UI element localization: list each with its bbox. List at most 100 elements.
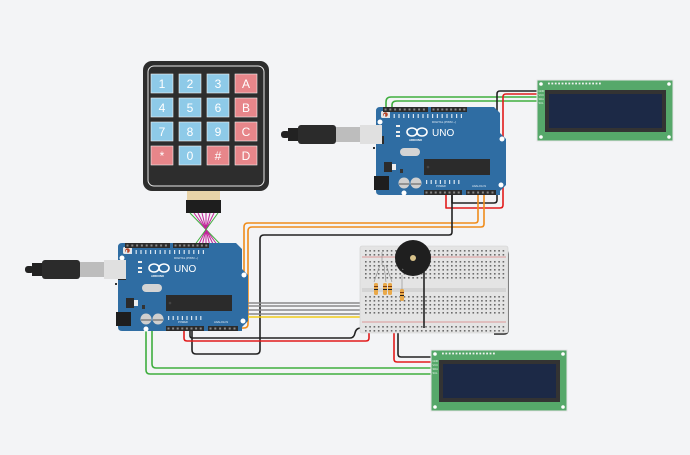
wire-red-top-vcc[interactable] xyxy=(445,93,540,209)
reset-button[interactable] xyxy=(383,112,388,117)
keypad-key-2[interactable]: 2 xyxy=(178,73,202,94)
digital-header-2[interactable] xyxy=(431,107,467,112)
keypad-key-hash[interactable]: # xyxy=(206,145,230,166)
resistor-2[interactable] xyxy=(383,283,387,295)
keypad-key-3[interactable]: 3 xyxy=(206,73,230,94)
keypad-key-label: 8 xyxy=(187,125,194,139)
keypad-border xyxy=(147,65,265,187)
arduino-logo-icon xyxy=(406,127,428,137)
digital-pwm-label: DIGITAL (PWM ~) xyxy=(432,120,456,124)
usb-cable-bottom[interactable] xyxy=(25,260,126,279)
resistor-1[interactable] xyxy=(374,283,378,295)
power-label: POWER xyxy=(178,320,188,324)
keypad-key-face xyxy=(150,97,174,118)
keypad-key-C[interactable]: C xyxy=(234,121,258,142)
usb-cable-top[interactable] xyxy=(281,125,382,144)
wire-red-breadboard-power[interactable] xyxy=(183,330,370,342)
keypad-key-label: 0 xyxy=(187,149,194,163)
keypad-key-label: D xyxy=(242,149,251,163)
keypad-key-label: * xyxy=(160,149,165,163)
digital-header-2[interactable] xyxy=(173,243,209,248)
keypad-key-face xyxy=(206,73,230,94)
atmega-chip xyxy=(166,295,232,311)
wire-black-gnd-link[interactable] xyxy=(191,192,453,355)
keypad-key-face xyxy=(234,73,258,94)
lcd-pin-label: VCC xyxy=(433,363,439,367)
power-header[interactable] xyxy=(424,190,462,195)
keypad-key-6[interactable]: 6 xyxy=(206,97,230,118)
keypad-key-face xyxy=(178,73,202,94)
lcd-pin-label: GND xyxy=(433,359,439,363)
wire-orange-2[interactable] xyxy=(232,192,485,329)
lcd-screen xyxy=(443,364,556,398)
lcd-pin-label: SCL xyxy=(433,371,439,375)
wire-black-top-gnd[interactable] xyxy=(451,90,540,204)
arduino-uno-bottom[interactable]: DIGITAL (PWM ~) ARDUINO UNO POWER ANALOG IN xyxy=(115,243,248,332)
analog-label: ANALOG IN xyxy=(214,320,228,324)
keypad-key-label: B xyxy=(242,101,250,115)
keypad-key-B[interactable]: B xyxy=(234,97,258,118)
model-label: UNO xyxy=(174,264,196,275)
analog-label: ANALOG IN xyxy=(472,184,486,188)
keypad-key-label: 7 xyxy=(159,125,166,139)
svg-text:+: + xyxy=(402,267,404,271)
wire-green-top-scl[interactable] xyxy=(391,100,540,112)
keypad-key-label: C xyxy=(242,125,251,139)
resistor-4[interactable] xyxy=(400,289,404,301)
wire-black-bottom-lcd-gnd[interactable] xyxy=(397,333,432,358)
keypad-key-5[interactable]: 5 xyxy=(178,97,202,118)
digital-pwm-label: DIGITAL (PWM ~) xyxy=(174,256,198,260)
analog-header[interactable] xyxy=(208,326,238,331)
keypad-key-face xyxy=(178,97,202,118)
keypad-ribbon-wires xyxy=(189,212,223,247)
wire-green-bottom-sda[interactable] xyxy=(151,250,432,369)
wire-green-bottom-scl[interactable] xyxy=(145,250,432,375)
keypad-key-1[interactable]: 1 xyxy=(150,73,174,94)
power-jack[interactable] xyxy=(374,176,389,190)
resistors[interactable] xyxy=(373,252,404,301)
keypad-key-face xyxy=(206,145,230,166)
keypad-key-label: 1 xyxy=(159,77,166,91)
resistor-3[interactable] xyxy=(388,283,392,295)
power-header[interactable] xyxy=(166,326,204,331)
keypad-key-9[interactable]: 9 xyxy=(206,121,230,142)
keypad-key-A[interactable]: A xyxy=(234,73,258,94)
lcd-pin-label: SCL xyxy=(539,101,545,105)
keypad-key-face xyxy=(234,121,258,142)
model-label: UNO xyxy=(432,128,454,139)
power-label: POWER xyxy=(436,184,446,188)
lcd-screen xyxy=(549,94,662,128)
wire-red-bottom-lcd-vcc[interactable] xyxy=(393,333,432,363)
keypad-key-label: # xyxy=(215,149,222,163)
keypad-key-star[interactable]: * xyxy=(150,145,174,166)
keypad-key-face xyxy=(234,145,258,166)
lcd-pin-label: VCC xyxy=(539,93,545,97)
keypad-key-label: 4 xyxy=(159,101,166,115)
wire-green-top-sda[interactable] xyxy=(385,96,540,112)
keypad-key-label: 6 xyxy=(215,101,222,115)
arduino-logo-icon xyxy=(148,263,170,273)
keypad-key-face xyxy=(150,73,174,94)
keypad-key-face xyxy=(150,121,174,142)
keypad-key-face xyxy=(178,121,202,142)
keypad-key-7[interactable]: 7 xyxy=(150,121,174,142)
keypad-key-face xyxy=(206,97,230,118)
brand-label: ARDUINO xyxy=(151,274,165,278)
wire-black-breadboard-gnd[interactable] xyxy=(189,327,368,339)
keypad-key-8[interactable]: 8 xyxy=(178,121,202,142)
reset-button[interactable] xyxy=(125,248,130,253)
power-jack[interactable] xyxy=(116,312,131,326)
arduino-uno-top[interactable]: DIGITAL (PWM ~) ARDUINO UNO POWER ANALOG IN xyxy=(373,107,506,196)
keypad-key-face xyxy=(150,145,174,166)
keypad-key-label: 5 xyxy=(187,101,194,115)
piezo-buzzer[interactable]: + xyxy=(395,240,431,328)
brand-label: ARDUINO xyxy=(409,138,423,142)
keypad-key-4[interactable]: 4 xyxy=(150,97,174,118)
keypad-key-D[interactable]: D xyxy=(234,145,258,166)
analog-header[interactable] xyxy=(466,190,496,195)
keypad-key-0[interactable]: 0 xyxy=(178,145,202,166)
